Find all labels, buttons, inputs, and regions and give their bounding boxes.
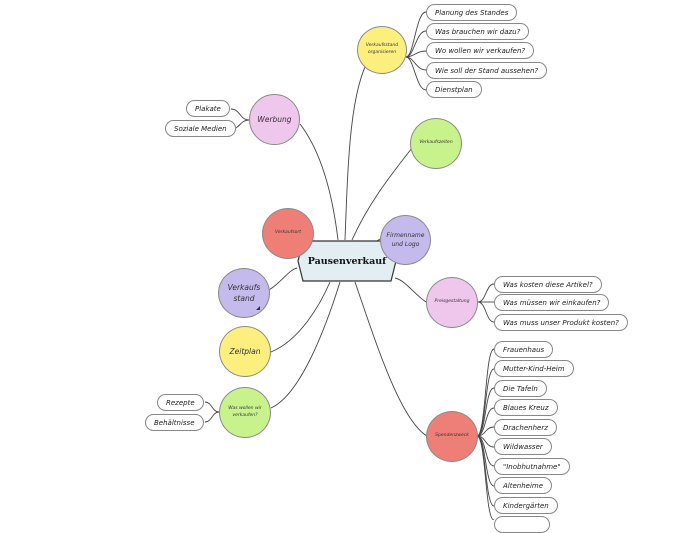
subtopic-wildwasser[interactable]: Wildwasser bbox=[494, 438, 552, 455]
subtopic-die-tafeln[interactable]: Die Tafeln bbox=[494, 380, 547, 397]
subtopic-inobhutnahme[interactable]: "Inobhutnahme" bbox=[494, 458, 570, 475]
node-preisgestaltung[interactable]: Preisgestaltung bbox=[426, 277, 478, 328]
subtopic-behaeltnisse[interactable]: Behältnisse bbox=[145, 414, 204, 431]
subtopic-partial[interactable] bbox=[494, 516, 550, 533]
node-was-wollen-wir-verkaufen[interactable]: Was wollen wir verkaufen? bbox=[219, 387, 271, 438]
subtopic-soziale-medien[interactable]: Soziale Medien bbox=[165, 120, 236, 137]
subtopic-produkt-kosten[interactable]: Was muss unser Produkt kosten? bbox=[494, 314, 628, 331]
subtopic-stand-aussehen[interactable]: Wie soll der Stand aussehen? bbox=[426, 62, 548, 79]
subtopic-blaues-kreuz[interactable]: Blaues Kreuz bbox=[494, 399, 558, 416]
subtopic-planung[interactable]: Planung des Standes bbox=[426, 4, 518, 21]
subtopic-frauenhaus[interactable]: Frauenhaus bbox=[494, 341, 554, 358]
node-zeitplan[interactable]: Zeitplan bbox=[219, 326, 271, 377]
node-verkaufsstand-organisieren[interactable]: Verkaufsstand organisieren bbox=[357, 26, 407, 74]
subtopic-dienstplan[interactable]: Dienstplan bbox=[426, 81, 482, 98]
subtopic-wo-verkaufen[interactable]: Wo wollen wir verkaufen? bbox=[426, 42, 535, 59]
subtopic-altenheime[interactable]: Altenheime bbox=[494, 477, 553, 494]
subtopic-rezepte[interactable]: Rezepte bbox=[157, 394, 204, 411]
connector-lines bbox=[204, 11, 495, 520]
node-werbung[interactable]: Werbung bbox=[249, 94, 300, 145]
node-firmenname-logo[interactable]: Firmenname und Logo bbox=[380, 215, 431, 265]
subtopic-drachenherz[interactable]: Drachenherz bbox=[494, 419, 557, 436]
subtopic-was-brauchen[interactable]: Was brauchen wir dazu? bbox=[426, 23, 530, 40]
node-verkaufsstand[interactable]: Verkaufs stand bbox=[218, 268, 270, 318]
central-topic-label: Pausenverkauf bbox=[307, 255, 387, 267]
subtopic-kindergaerten[interactable]: Kindergärten bbox=[494, 497, 558, 514]
subtopic-plakate[interactable]: Plakate bbox=[186, 100, 230, 117]
node-verkaufszeiten[interactable]: Verkaufszeiten bbox=[410, 118, 462, 169]
subtopic-mutter-kind-heim[interactable]: Mutter-Kind-Heim bbox=[494, 360, 574, 377]
node-spendenzweck[interactable]: Spendenzweck bbox=[426, 411, 478, 462]
subtopic-einkaufen[interactable]: Was müssen wir einkaufen? bbox=[494, 294, 610, 311]
node-verkaufsort[interactable]: Verkaufsort bbox=[262, 208, 314, 259]
expand-marker-icon bbox=[256, 306, 260, 310]
subtopic-kosten-artikel[interactable]: Was kosten diese Artikel? bbox=[494, 276, 602, 293]
